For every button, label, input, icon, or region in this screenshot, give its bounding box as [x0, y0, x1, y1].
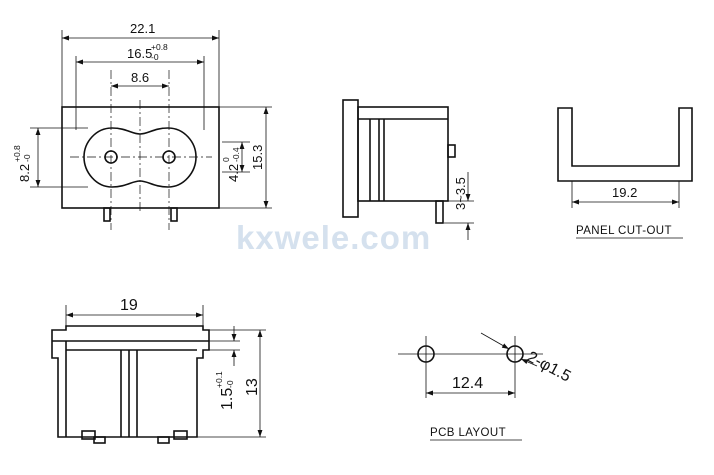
- bottom-view: 19 1.5 +0.1 -0 13: [51, 297, 266, 444]
- dim-hole-spacing: 12.4: [452, 375, 483, 392]
- side-flange: [342, 99, 359, 218]
- front-view-body: [61, 106, 220, 209]
- panel-cutout-outline: [557, 107, 693, 182]
- side-body: [357, 106, 449, 202]
- dim-bottom-width: 19: [120, 297, 138, 314]
- dim-pin-spacing-main: 16.5: [127, 46, 152, 61]
- pcb-layout-view: 12.4 2-φ1.5 PCB LAYOUT: [398, 332, 574, 441]
- dim-body-height: 15.3: [250, 145, 265, 170]
- bottom-pin-right: [173, 430, 188, 440]
- socket-outline: [83, 127, 197, 188]
- front-view: 22.1 16.5 +0.8 -0 8.6 8.2 +0.8 -0 4.2 0 …: [12, 21, 272, 230]
- pcb-layout-label: PCB LAYOUT: [430, 427, 506, 439]
- dim-pin-spacing-tol-minus: -0: [151, 52, 159, 62]
- bottom-view-outline: [51, 325, 210, 438]
- dim-bottom-height: 13: [244, 378, 261, 396]
- dim-socket-height-tol-plus: 0: [221, 157, 231, 162]
- dim-left-height: 8.2: [17, 164, 32, 182]
- dim-pin-spacing-tol-plus: +0.8: [151, 42, 168, 52]
- panel-cutout-view: 19.2 PANEL CUT-OUT: [557, 107, 693, 239]
- pin-left: [103, 207, 111, 222]
- pin-right: [170, 207, 178, 222]
- dim-left-height-tol-plus: +0.8: [12, 145, 22, 162]
- dim-left-height-tol-minus: -0: [22, 154, 32, 162]
- dim-socket-height-tol-minus: -0.4: [231, 147, 241, 162]
- watermark: kxwele.com: [236, 219, 431, 256]
- bottom-pin-left: [81, 430, 96, 440]
- panel-cutout-label: PANEL CUT-OUT: [576, 225, 672, 237]
- dim-pin-length: 3~3.5: [453, 177, 468, 210]
- dim-inner-spacing: 8.6: [131, 70, 149, 85]
- side-view: 3~3.5: [342, 99, 474, 240]
- side-latch: [447, 144, 456, 158]
- dim-flange-tol-minus: -0: [225, 380, 235, 388]
- side-pin: [435, 200, 444, 224]
- dim-flange-thickness: 1.5: [219, 388, 236, 410]
- dim-cutout-width: 19.2: [612, 185, 637, 200]
- dim-overall-width: 22.1: [130, 21, 155, 36]
- dim-socket-height: 4.2: [226, 164, 241, 182]
- dim-flange-tol-plus: +0.1: [214, 371, 224, 388]
- pcb-hole-spec: 2-φ1.5: [524, 349, 573, 386]
